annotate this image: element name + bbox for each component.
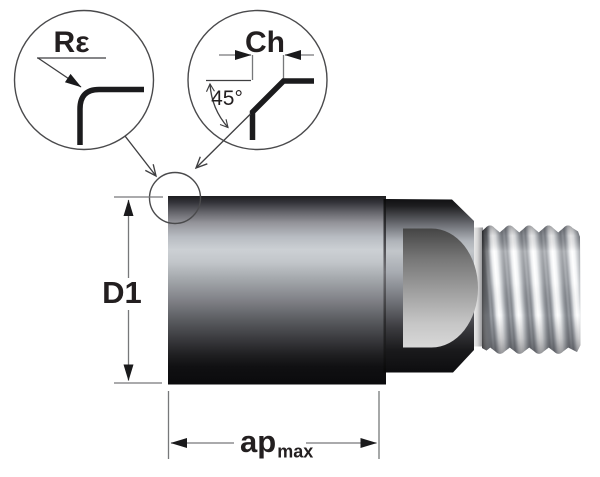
dimension-ap-max: apmax (167, 391, 380, 462)
detail-indicator-circle (148, 171, 202, 225)
detail-circle-chamfer: Ch 45° (187, 9, 328, 169)
corner-radius-leader-to-corner (124, 135, 156, 176)
tool-body (168, 196, 581, 385)
threaded-end-left-shadow (482, 225, 491, 354)
threaded-end-shading (482, 225, 581, 354)
diameter-label: D1 (102, 275, 142, 310)
chamfer-label: Ch (245, 26, 285, 59)
chamfer-profile (249, 78, 314, 140)
corner-radius-label: Rε (54, 26, 90, 59)
pocket-recess (403, 228, 478, 348)
chamfer-angle-label: 45° (211, 87, 243, 110)
detail-circle-corner-radius: Rε (13, 9, 155, 151)
cutting-depth-label: apmax (240, 424, 313, 462)
cylinder-body (168, 196, 386, 385)
corner-radius-leader-arrow (37, 57, 82, 88)
angle-arc-arrow (205, 82, 229, 129)
dimension-d1: D1 (102, 196, 163, 384)
chamfer-leader-arrow (196, 113, 251, 168)
cutting-depth-label-main: ap (240, 424, 276, 459)
corner-radius-profile (77, 86, 144, 145)
detail-circle-outline (13, 9, 155, 151)
cutting-depth-label-subscript: max (277, 442, 313, 462)
